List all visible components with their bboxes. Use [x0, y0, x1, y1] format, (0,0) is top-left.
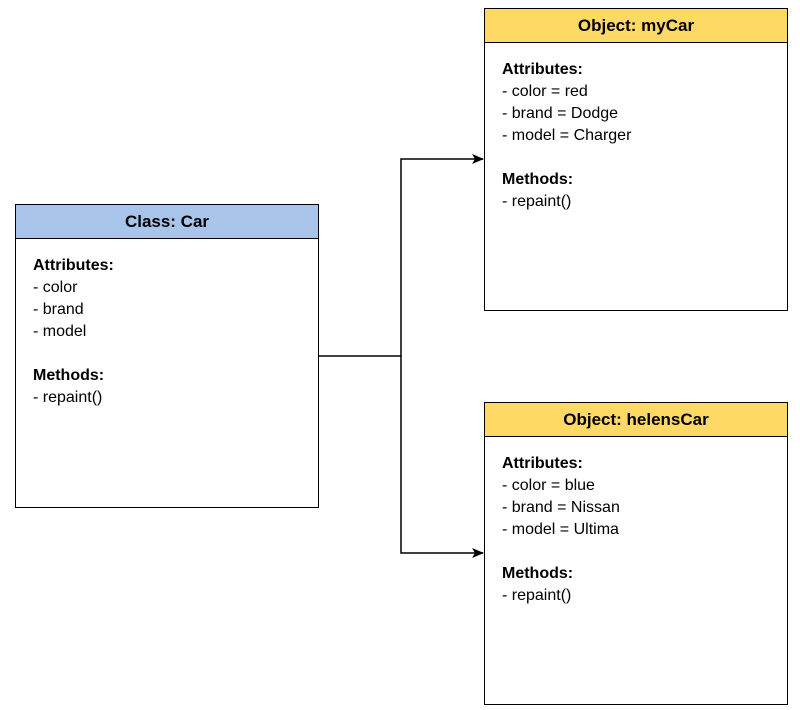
- methods-label: Methods:: [33, 367, 105, 384]
- attribute-item: - model: [33, 323, 87, 340]
- class-car-box[interactable]: Class: Car Attributes: - color - brand -…: [15, 204, 319, 508]
- method-item: - repaint(): [33, 389, 103, 406]
- attributes-label: Attributes:: [502, 455, 583, 472]
- attribute-item: - color: [33, 279, 78, 296]
- object-helenscar-header: Object: helensCar: [485, 403, 787, 437]
- connector-to-mycar: [319, 154, 484, 357]
- attribute-item: - model = Ultima: [502, 521, 619, 538]
- class-car-body: Attributes: - color - brand - model Meth…: [16, 239, 318, 409]
- methods-label: Methods:: [502, 171, 574, 188]
- attribute-item: - brand = Nissan: [502, 499, 620, 516]
- object-mycar-body: Attributes: - color = red - brand = Dodg…: [485, 43, 787, 213]
- attributes-label: Attributes:: [33, 257, 114, 274]
- attribute-item: - brand = Dodge: [502, 105, 619, 122]
- object-helenscar-body: Attributes: - color = blue - brand = Nis…: [485, 437, 787, 607]
- methods-label: Methods:: [502, 565, 574, 582]
- connector-to-helenscar: [400, 356, 484, 558]
- object-helenscar-title: Object: helensCar: [563, 409, 709, 429]
- class-car-title: Class: Car: [124, 211, 210, 231]
- method-item: - repaint(): [502, 587, 572, 604]
- method-item: - repaint(): [502, 193, 572, 210]
- attribute-item: - model = Charger: [502, 127, 632, 144]
- attribute-item: - color = red: [502, 83, 588, 100]
- object-helenscar-box[interactable]: Object: helensCar Attributes: - color = …: [484, 402, 788, 705]
- attribute-item: - brand: [33, 301, 84, 318]
- object-mycar-title: Object: myCar: [577, 15, 695, 35]
- class-car-header: Class: Car: [16, 205, 318, 239]
- attributes-label: Attributes:: [502, 61, 583, 78]
- object-mycar-box[interactable]: Object: myCar Attributes: - color = red …: [484, 8, 788, 311]
- object-mycar-header: Object: myCar: [485, 9, 787, 43]
- attribute-item: - color = blue: [502, 477, 595, 494]
